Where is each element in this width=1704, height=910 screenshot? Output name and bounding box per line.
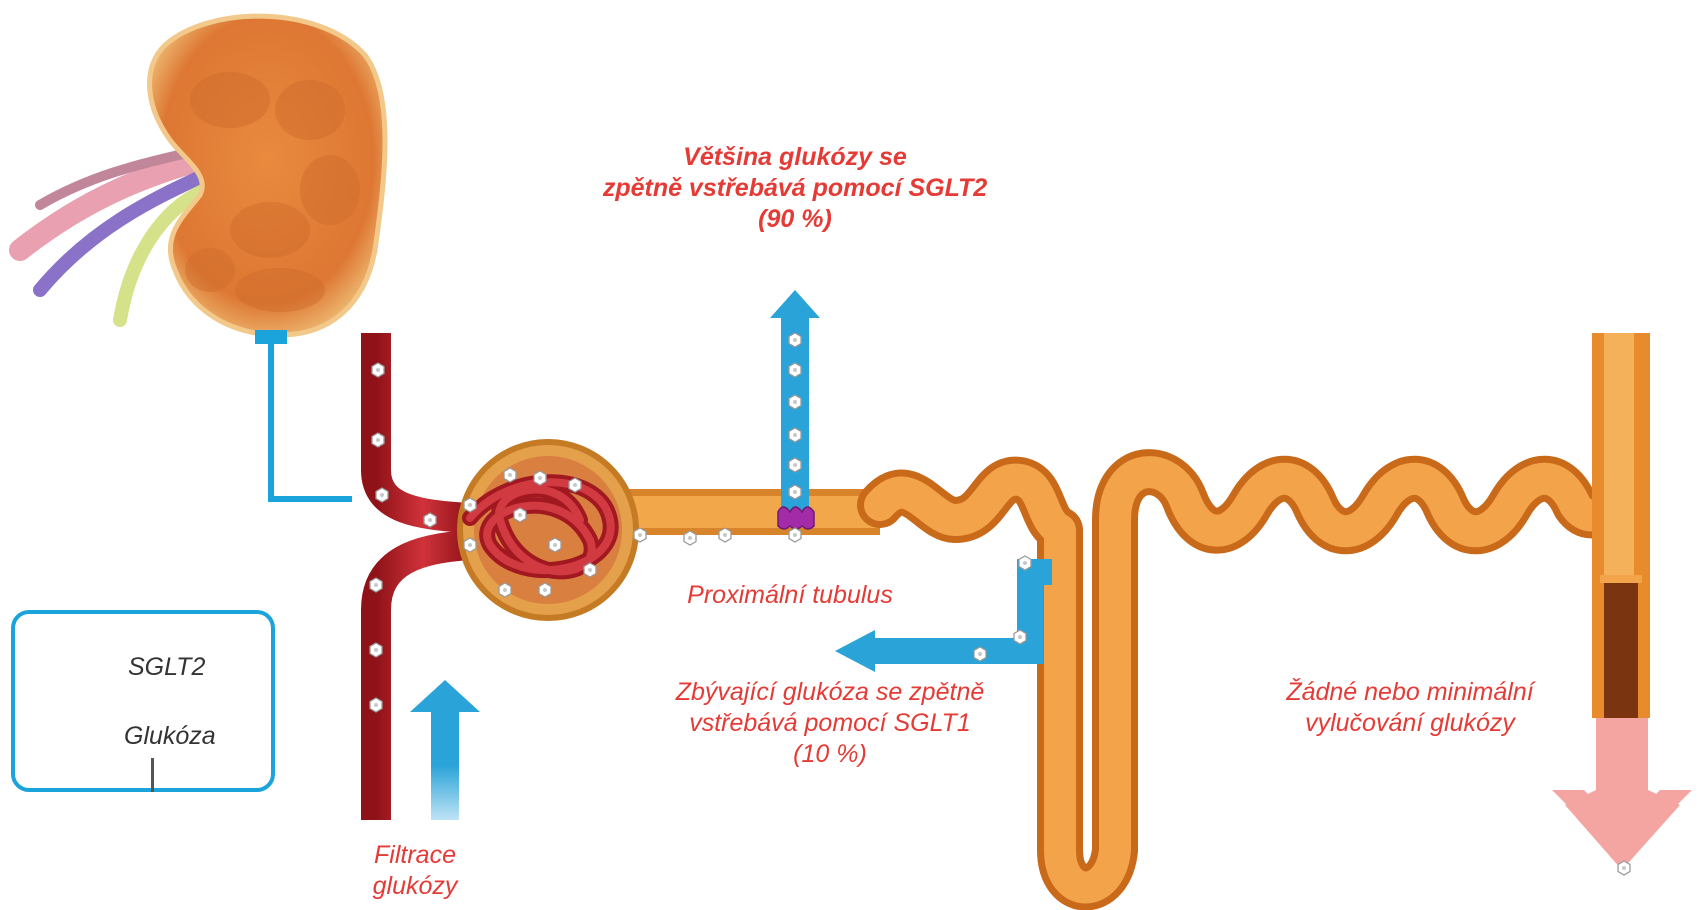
excretion-arrow bbox=[1552, 718, 1692, 870]
proximal-tubule-label: Proximální tubulus bbox=[655, 580, 925, 611]
sglt2-reabsorption-label: Většina glukózy se zpětně vstřebává pomo… bbox=[560, 142, 1030, 235]
excretion-line-1: Žádné nebo minimální bbox=[1245, 677, 1575, 708]
sglt2-reabsorption-line-3: (90 %) bbox=[560, 204, 1030, 235]
legend-pointer bbox=[151, 758, 154, 792]
kidney-illustration bbox=[20, 16, 385, 335]
filtration-label: Filtrace glukózy bbox=[345, 840, 485, 902]
sglt1-reabsorption-line-1: Zbývající glukóza se zpětně bbox=[630, 677, 1030, 708]
sglt2-reabsorption-line-2: zpětně vstřebává pomocí SGLT2 bbox=[560, 173, 1030, 204]
zoom-connector bbox=[255, 330, 352, 499]
excretion-line-2: vylučování glukózy bbox=[1245, 708, 1575, 739]
legend bbox=[11, 610, 275, 792]
legend-sglt2-label: SGLT2 bbox=[128, 653, 205, 682]
sglt1-reabsorption-label: Zbývající glukóza se zpětně vstřebává po… bbox=[630, 677, 1030, 770]
sglt2-transporter bbox=[778, 507, 814, 529]
filtration-line-2: glukózy bbox=[345, 871, 485, 902]
legend-glucose-label: Glukóza bbox=[124, 722, 216, 751]
sglt1-reabsorption-line-2: vstřebává pomocí SGLT1 bbox=[630, 708, 1030, 739]
filtration-arrow bbox=[410, 680, 480, 820]
sglt2-reabsorption-line-1: Většina glukózy se bbox=[560, 142, 1030, 173]
filtration-line-1: Filtrace bbox=[345, 840, 485, 871]
sglt1-reabsorption-line-3: (10 %) bbox=[630, 739, 1030, 770]
excretion-label: Žádné nebo minimální vylučování glukózy bbox=[1245, 677, 1575, 739]
